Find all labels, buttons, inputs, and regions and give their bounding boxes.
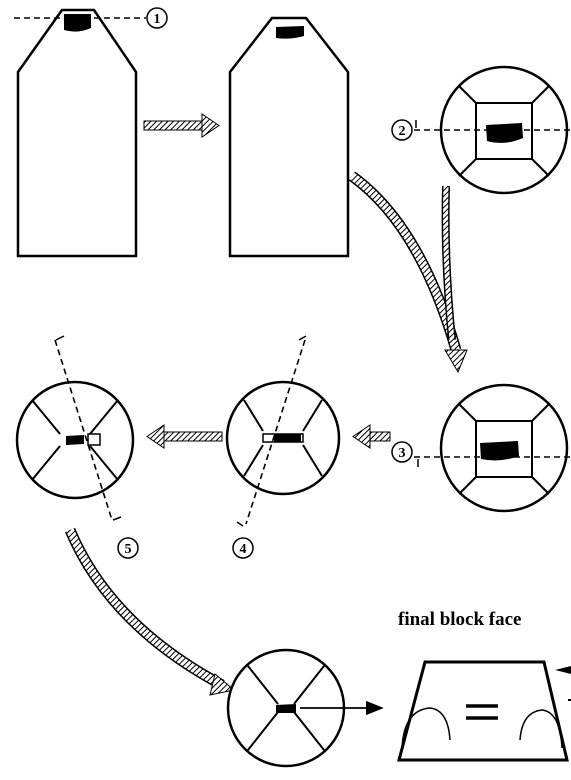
side-arrow-top [555,666,571,674]
step-number: 3 [399,446,406,461]
final-block-face [397,660,569,762]
specimen-tissue [480,441,519,461]
final-block-face-caption: final block face [398,609,522,630]
block-initial [16,8,138,258]
step-marker-1: 1 [146,7,168,29]
cut-line-5 [54,339,113,521]
step-marker-3: 3 [391,441,413,463]
top-view-circle-step4 [225,380,341,496]
hatched-arrow-left [352,424,391,449]
step-number: 4 [240,542,247,557]
step-number: 2 [399,124,406,139]
hatched-arrow-right [143,113,220,138]
hatched-arrow-left [146,424,223,449]
step-number: 1 [154,12,161,27]
top-view-circle-step5 [15,380,135,500]
specimen-tissue [486,123,523,143]
block-trimmed-top [228,16,350,258]
step-number: 5 [125,542,132,557]
specimen-tissue [276,26,304,39]
curved-hatched-arrow [64,527,236,696]
cut-line-4 [245,339,306,525]
down-hatched-arrow [441,185,456,341]
specimen-tissue [64,14,91,32]
step-marker-2: 2 [391,119,413,141]
step-marker-4: 4 [232,537,254,559]
top-view-circle-step3 [439,383,569,513]
step-marker-5: 5 [117,537,139,559]
